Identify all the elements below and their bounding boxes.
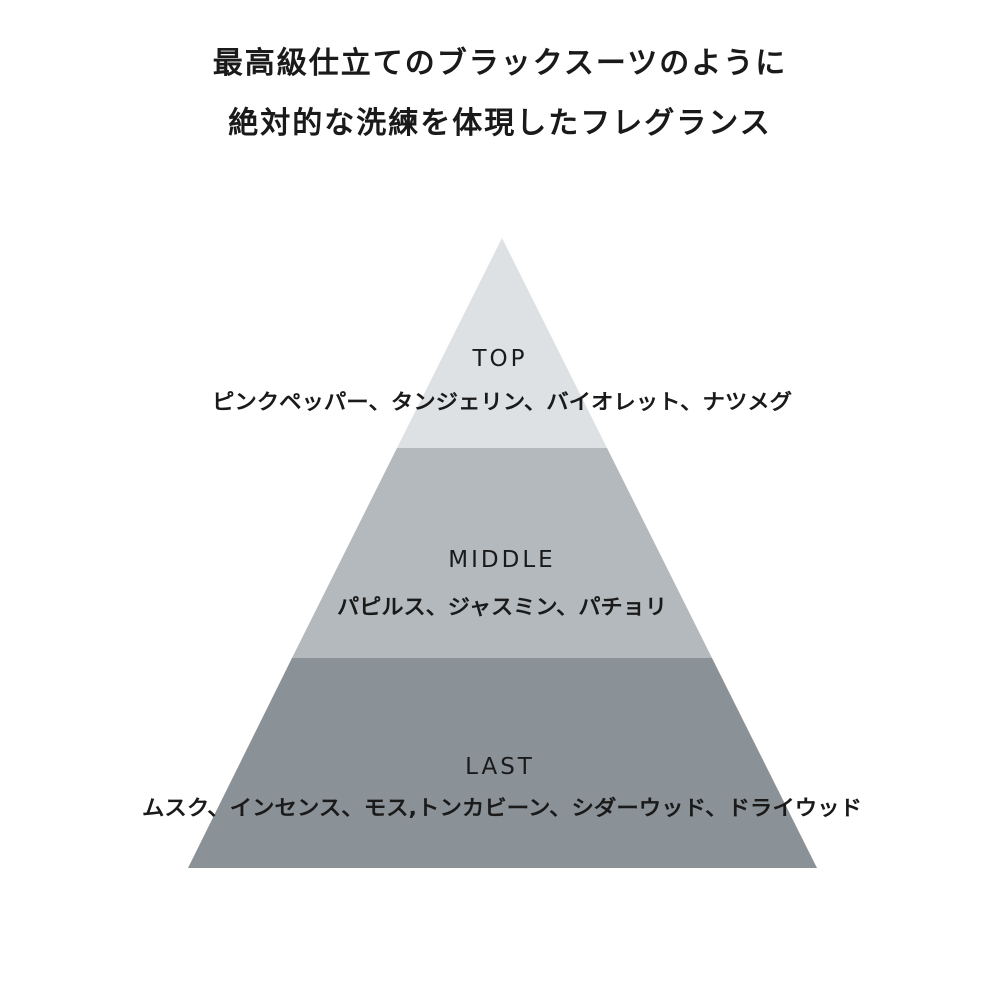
headline-line-1: 最高級仕立てのブラックスーツのように	[212, 46, 788, 81]
tier-last-shape	[188, 658, 817, 868]
tier-top-label: TOP	[471, 346, 527, 372]
tier-top-shape	[397, 238, 607, 448]
tier-top: TOP ピンクペッパー、タンジェリン、バイオレット、ナツメグ	[212, 238, 792, 448]
tier-middle: MIDDLE パピルス、ジャスミン、パチョリ	[292, 448, 712, 658]
tier-middle-notes: パピルス、ジャスミン、パチョリ	[337, 595, 667, 619]
tier-last-label: LAST	[465, 754, 535, 780]
headline-line-2: 絶対的な洗練を体現したフレグランス	[228, 106, 772, 141]
tier-middle-shape	[292, 448, 712, 658]
tier-last: LAST ムスク、インセンス、モス,トンカビーン、シダーウッド、ドライウッド	[142, 658, 862, 868]
tier-last-notes: ムスク、インセンス、モス,トンカビーン、シダーウッド、ドライウッド	[142, 796, 862, 820]
tier-middle-label: MIDDLE	[448, 547, 555, 573]
tier-top-notes: ピンクペッパー、タンジェリン、バイオレット、ナツメグ	[212, 390, 792, 414]
